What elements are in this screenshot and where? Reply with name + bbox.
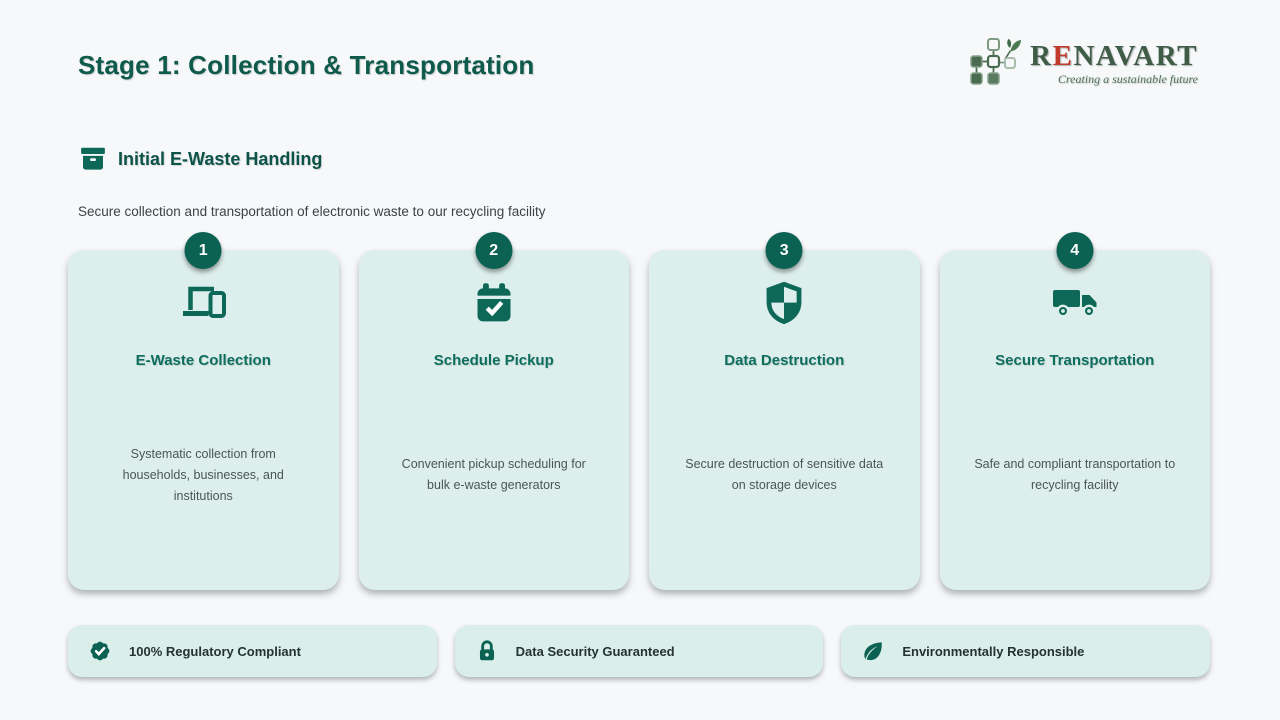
card-title: Schedule Pickup <box>433 352 554 369</box>
section-title: Initial E-Waste Handling <box>118 148 323 169</box>
step-number-badge: 1 <box>184 232 222 269</box>
badge-label: 100% Regulatory Compliant <box>129 643 301 659</box>
section-subtitle: Secure collection and transportation of … <box>78 204 546 219</box>
card-description: Safe and compliant transportation to rec… <box>974 457 1176 492</box>
badge-regulatory-compliant: 100% Regulatory Compliant <box>68 625 437 677</box>
leaf-icon <box>864 642 883 661</box>
assurance-badges: 100% Regulatory Compliant Data Security … <box>68 625 1211 677</box>
logo-text: RENAVART Creating a sustainable future <box>1030 41 1198 87</box>
devices-icon <box>178 280 228 326</box>
step-cards: 1 E-Waste Collection Systematic collecti… <box>68 232 1210 590</box>
renavart-logo: RENAVART Creating a sustainable future <box>968 38 1198 90</box>
badge-label: Data Security Guaranteed <box>515 643 675 659</box>
card-title: E-Waste Collection <box>135 352 271 369</box>
seal-check-icon <box>90 641 110 661</box>
card-ewaste-collection: 1 E-Waste Collection Systematic collecti… <box>68 232 339 590</box>
truck-icon <box>1051 280 1099 326</box>
step-number-badge: 4 <box>1056 232 1094 269</box>
step-number-badge: 2 <box>475 232 513 269</box>
page-title: Stage 1: Collection & Transportation <box>78 50 535 80</box>
logo-tagline: Creating a sustainable future <box>1057 72 1198 86</box>
section-header: Initial E-Waste Handling <box>78 144 322 174</box>
card-secure-transportation: 4 Secure Transportation Safe and complia… <box>939 232 1210 590</box>
card-description: Systematic collection from households, b… <box>122 446 284 503</box>
badge-label: Environmentally Responsible <box>902 643 1085 659</box>
logo-name: RENAVART <box>1030 40 1198 72</box>
shield-icon <box>762 280 806 326</box>
card-description: Secure destruction of sensitive data on … <box>685 457 884 492</box>
card-description: Convenient pickup scheduling for bulk e-… <box>401 457 586 492</box>
logo-squares-leaf-icon <box>970 38 1022 85</box>
lock-icon <box>479 640 494 661</box>
badge-data-security: Data Security Guaranteed <box>454 625 824 677</box>
archive-box-icon <box>81 147 105 170</box>
card-data-destruction: 3 Data Destruction Secu <box>649 232 920 590</box>
card-title: Secure Transportation <box>995 352 1155 369</box>
calendar-check-icon <box>472 280 516 326</box>
card-title: Data Destruction <box>724 352 845 369</box>
logo-red-letter: E <box>1052 40 1074 72</box>
step-number-badge: 3 <box>765 232 803 269</box>
card-schedule-pickup: 2 Schedule Pickup Convenient pickup sche… <box>358 232 629 590</box>
badge-environmentally-responsible: Environmentally Responsible <box>841 625 1211 677</box>
